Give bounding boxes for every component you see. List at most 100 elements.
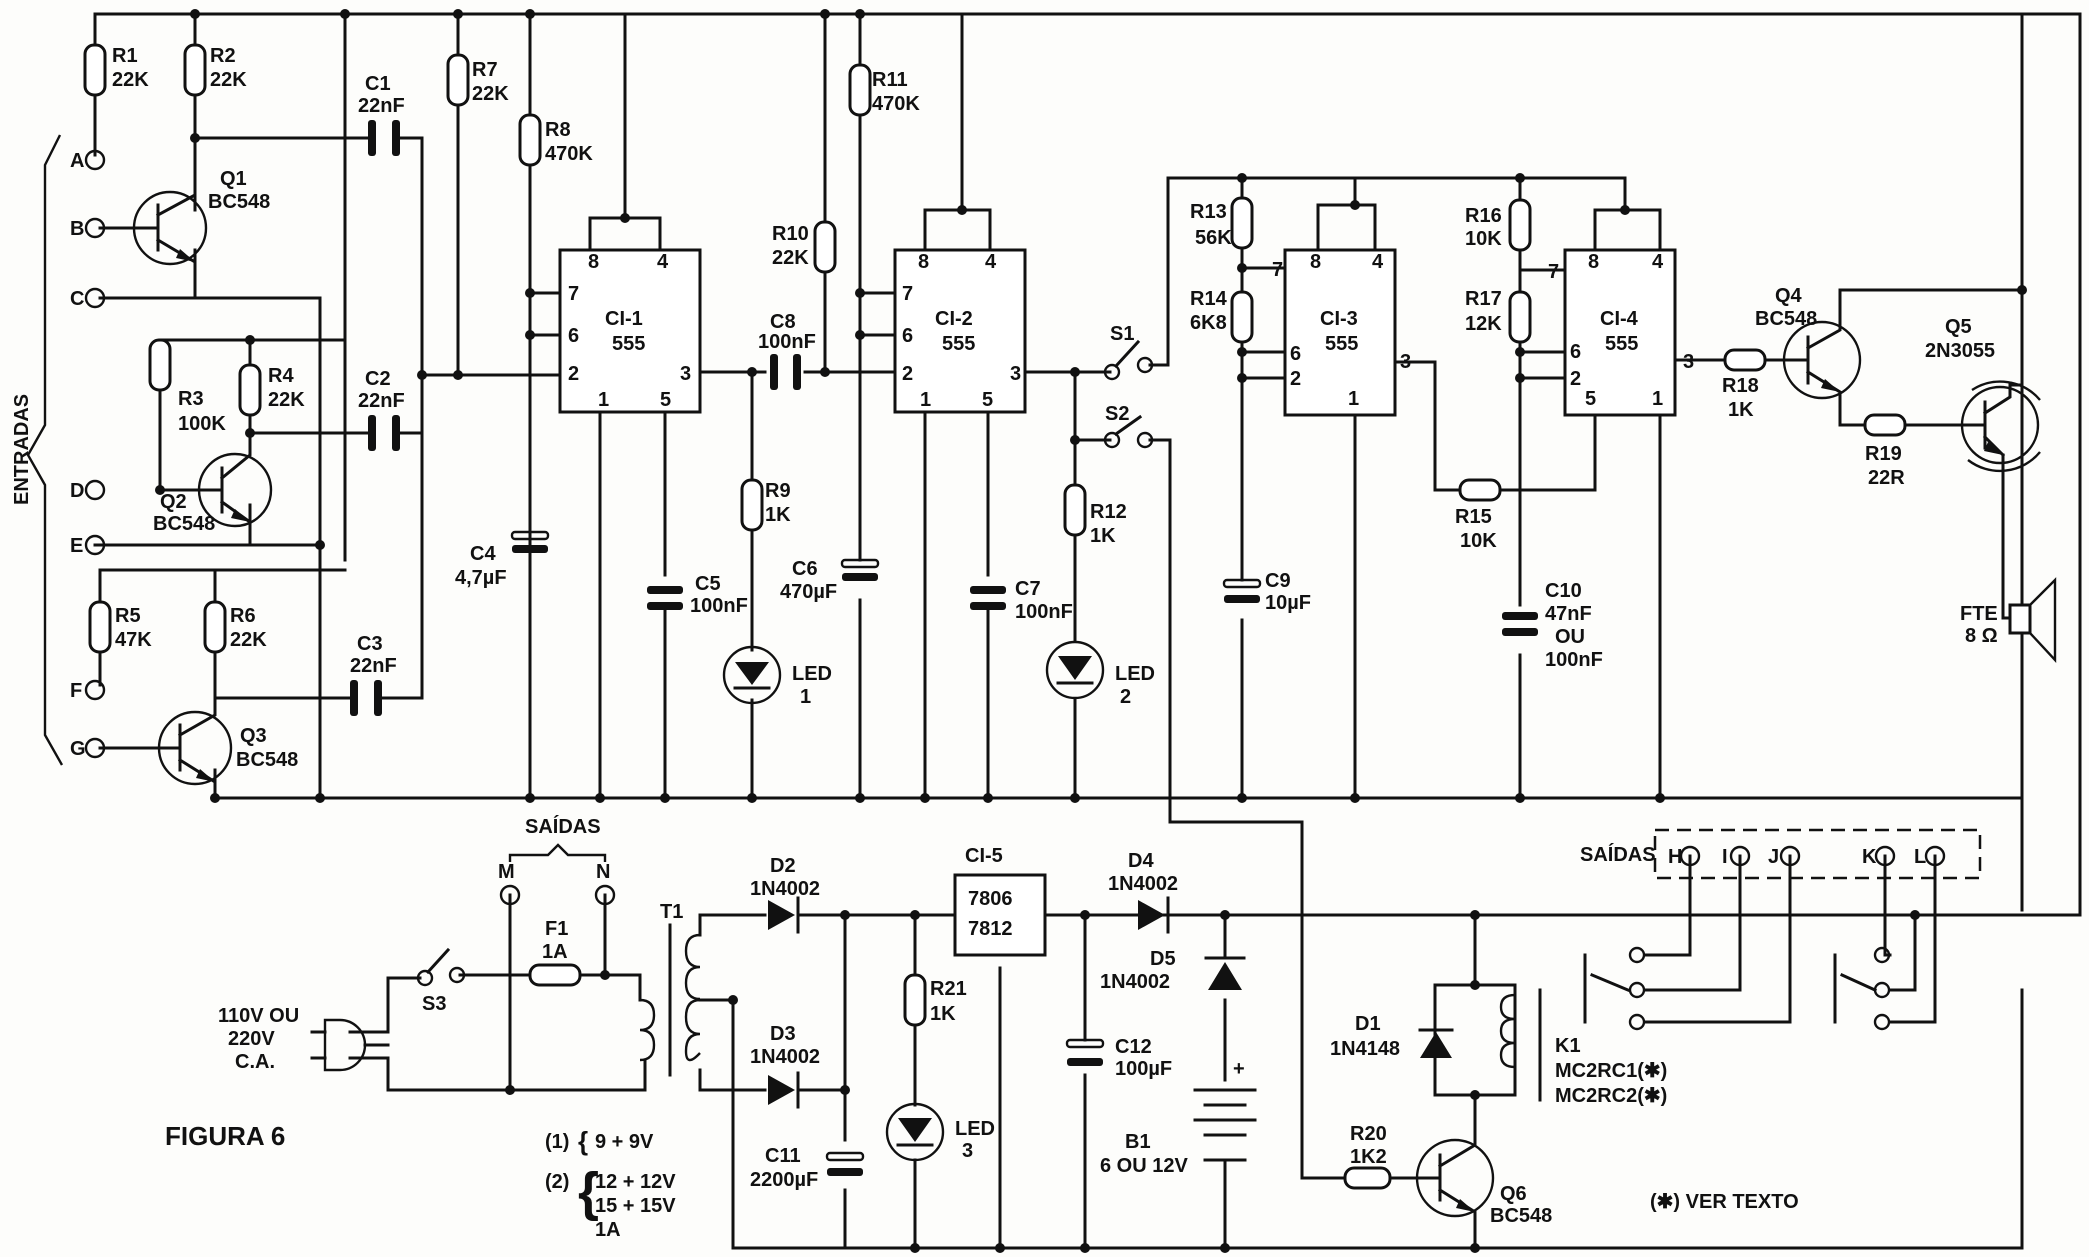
r6-name: R6	[230, 605, 256, 627]
ci2-pin8: 8	[918, 251, 929, 273]
d3-type: 1N4002	[750, 1046, 820, 1068]
q6-name: Q6	[1500, 1183, 1527, 1205]
ci3-pin4: 4	[1372, 251, 1384, 273]
r11-name: R11	[872, 69, 908, 91]
r1-value: 22K	[112, 69, 149, 91]
c11-name: C11	[765, 1145, 801, 1167]
relay-contacts	[1583, 946, 1891, 1031]
f1-name: F1	[545, 918, 568, 940]
inputs-label: ENTRADAS	[11, 394, 33, 505]
r2-name: R2	[210, 45, 236, 67]
r16-value: 10K	[1465, 228, 1502, 250]
footnote: (✱) VER TEXTO	[1650, 1191, 1799, 1213]
ci4-pin7: 7	[1548, 261, 1559, 283]
r18-name: R18	[1722, 375, 1759, 397]
r13-value: 56K	[1195, 227, 1232, 249]
opt2-tag: (2)	[545, 1171, 569, 1193]
resistor-r2: R2 22K	[183, 43, 247, 97]
ci5-name: CI-5	[965, 845, 1003, 867]
r18-value: 1K	[1728, 399, 1754, 421]
r7-value: 22K	[472, 83, 509, 105]
resistor-r10: R10 22K	[772, 220, 837, 274]
c8-name: C8	[770, 311, 796, 333]
resistor-r12: R12 1K	[1063, 483, 1127, 547]
c7-name: C7	[1015, 578, 1041, 600]
d1-name: D1	[1355, 1013, 1381, 1035]
r19-value: 22R	[1868, 467, 1905, 489]
ci2-pin7: 7	[902, 283, 913, 305]
c6-name: C6	[792, 558, 818, 580]
terminal-i: I	[1722, 846, 1728, 868]
terminal-j: J	[1768, 846, 1779, 868]
r12-value: 1K	[1090, 525, 1116, 547]
relay-k1: K1 MC2RC1(✱) MC2RC2(✱)	[1499, 988, 1667, 1107]
c2-name: C2	[365, 368, 391, 390]
ci4-pin8: 8	[1588, 251, 1599, 273]
r17-name: R17	[1465, 288, 1502, 310]
terminal-k: K	[1862, 846, 1877, 868]
battery-value: 6 OU 12V	[1100, 1155, 1188, 1177]
t1-name: T1	[660, 901, 683, 923]
q4-name: Q4	[1775, 285, 1803, 307]
ci1-pin7: 7	[568, 283, 579, 305]
terminal-f: F	[70, 680, 82, 702]
r4-name: R4	[268, 365, 294, 387]
c10-value: 47nF	[1545, 603, 1592, 625]
d2-type: 1N4002	[750, 878, 820, 900]
switch-s1: S1	[1103, 323, 1154, 381]
ci3-pin8: 8	[1310, 251, 1321, 273]
r7-name: R7	[472, 59, 498, 81]
led2-num: 2	[1120, 686, 1131, 708]
capacitor-c7: C7 100nF	[970, 578, 1073, 623]
q1-name: Q1	[220, 168, 247, 190]
output-terminals-right: SAÍDAS H I J K L	[1580, 828, 1982, 880]
resistor-r11: R11 470K	[848, 63, 920, 117]
ci2-pin1: 1	[920, 389, 931, 411]
ci4-name: CI-4	[1600, 308, 1639, 330]
ic-ci-2: 8 4 7 6 2 3 1 5 CI-2 555	[893, 248, 1027, 414]
diode-d4: D4 1N4002	[1108, 850, 1178, 934]
r9-value: 1K	[765, 504, 791, 526]
c7-value: 100nF	[1015, 601, 1073, 623]
ci5-line2: 7812	[968, 918, 1013, 940]
r6-value: 22K	[230, 629, 267, 651]
mains-line2: 220V	[228, 1028, 275, 1050]
s2-label: S2	[1105, 403, 1129, 425]
resistor-r6: R6 22K	[203, 600, 267, 654]
resistor-r14: R14 6K8	[1190, 288, 1254, 344]
r15-value: 10K	[1460, 530, 1497, 552]
q2-name: Q2	[160, 491, 187, 513]
ci4-pin6: 6	[1570, 341, 1581, 363]
led2-name: LED	[1115, 663, 1155, 685]
relay-model1: MC2RC1(✱)	[1555, 1060, 1667, 1082]
d1-type: 1N4148	[1330, 1038, 1400, 1060]
ci4-pin3: 3	[1683, 351, 1694, 373]
opt2-value-c: 1A	[595, 1219, 621, 1241]
figure-title: FIGURA 6	[165, 1121, 285, 1151]
ci3-pin3: 3	[1400, 351, 1411, 373]
brace-2: {	[578, 1162, 599, 1222]
r20-value: 1K2	[1350, 1146, 1387, 1168]
d4-name: D4	[1128, 850, 1154, 872]
capacitor-c10: C10 47nF OU 100nF	[1502, 580, 1603, 671]
speaker-value: 8 Ω	[1965, 625, 1998, 647]
capacitor-c2: C2 22nF	[358, 368, 405, 451]
ci2-pin3: 3	[1010, 363, 1021, 385]
opt2-value-a: 12 + 12V	[595, 1171, 676, 1193]
terminal-n: N	[596, 861, 610, 883]
battery-name: B1	[1125, 1131, 1151, 1153]
capacitor-c8: C8 100nF	[758, 311, 816, 390]
terminal-g: G	[70, 738, 86, 760]
c1-name: C1	[365, 73, 391, 95]
r15-name: R15	[1455, 506, 1492, 528]
c5-value: 100nF	[690, 595, 748, 617]
ci1-pin6: 6	[568, 325, 579, 347]
c9-name: C9	[1265, 570, 1291, 592]
resistor-r1: R1 22K	[83, 43, 149, 97]
battery-b1: + B1 6 OU 12V	[1100, 1058, 1257, 1177]
resistor-r17: R17 12K	[1465, 288, 1532, 344]
q6-type: BC548	[1490, 1205, 1552, 1227]
r2-value: 22K	[210, 69, 247, 91]
switch-s3: S3	[416, 947, 466, 1015]
